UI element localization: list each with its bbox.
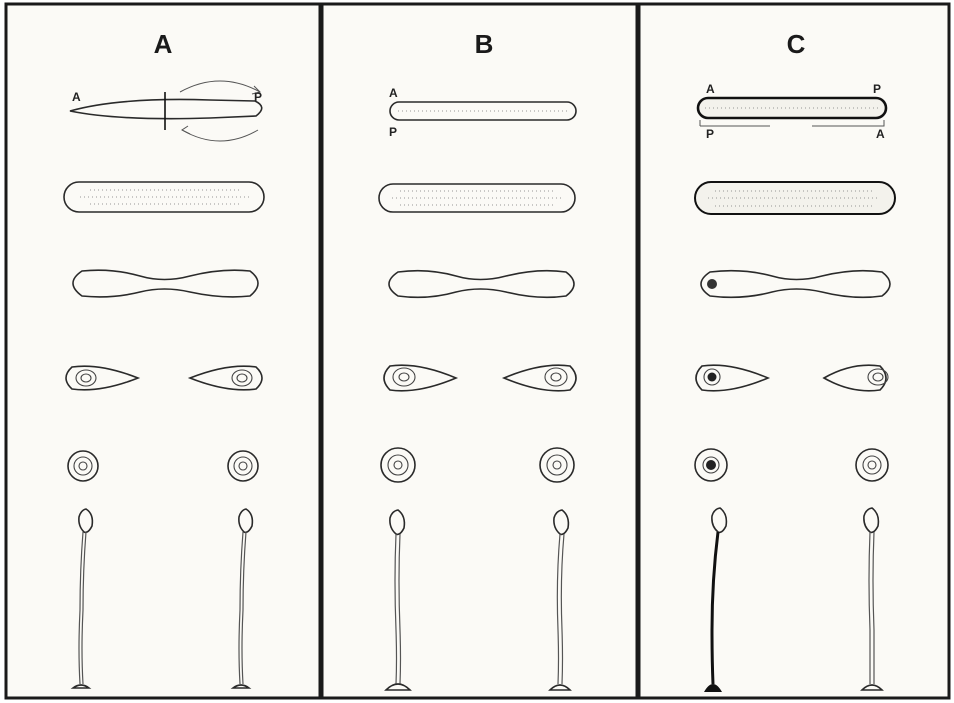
panel-a-pole-top-a: A [72,90,81,104]
panel-b-stage-5-left-cell [381,448,415,482]
panel-a-stage-5-right-cell [228,451,258,481]
panel-c-pole-top-p: P [873,82,881,96]
panel-c-pole-top-a: A [706,82,715,96]
panel-c-label: C [787,29,806,59]
panel-a-label: A [154,29,173,59]
panel-a-pole-top-p: P [254,90,262,104]
panel-b-label: B [475,29,494,59]
panel-b-stage-5-right-cell [540,448,574,482]
panel-c-stage-5-left-cell [695,449,727,481]
panel-a-stage-5-left-cell [68,451,98,481]
panel-c-pole-bottom-p: P [706,127,714,141]
panel-b-pole-top-a: A [389,86,398,100]
panel-b-pole-bottom-p: P [389,125,397,139]
panel-c-pole-bottom-a: A [876,127,885,141]
panel-c-stage-5-right-cell [856,449,888,481]
